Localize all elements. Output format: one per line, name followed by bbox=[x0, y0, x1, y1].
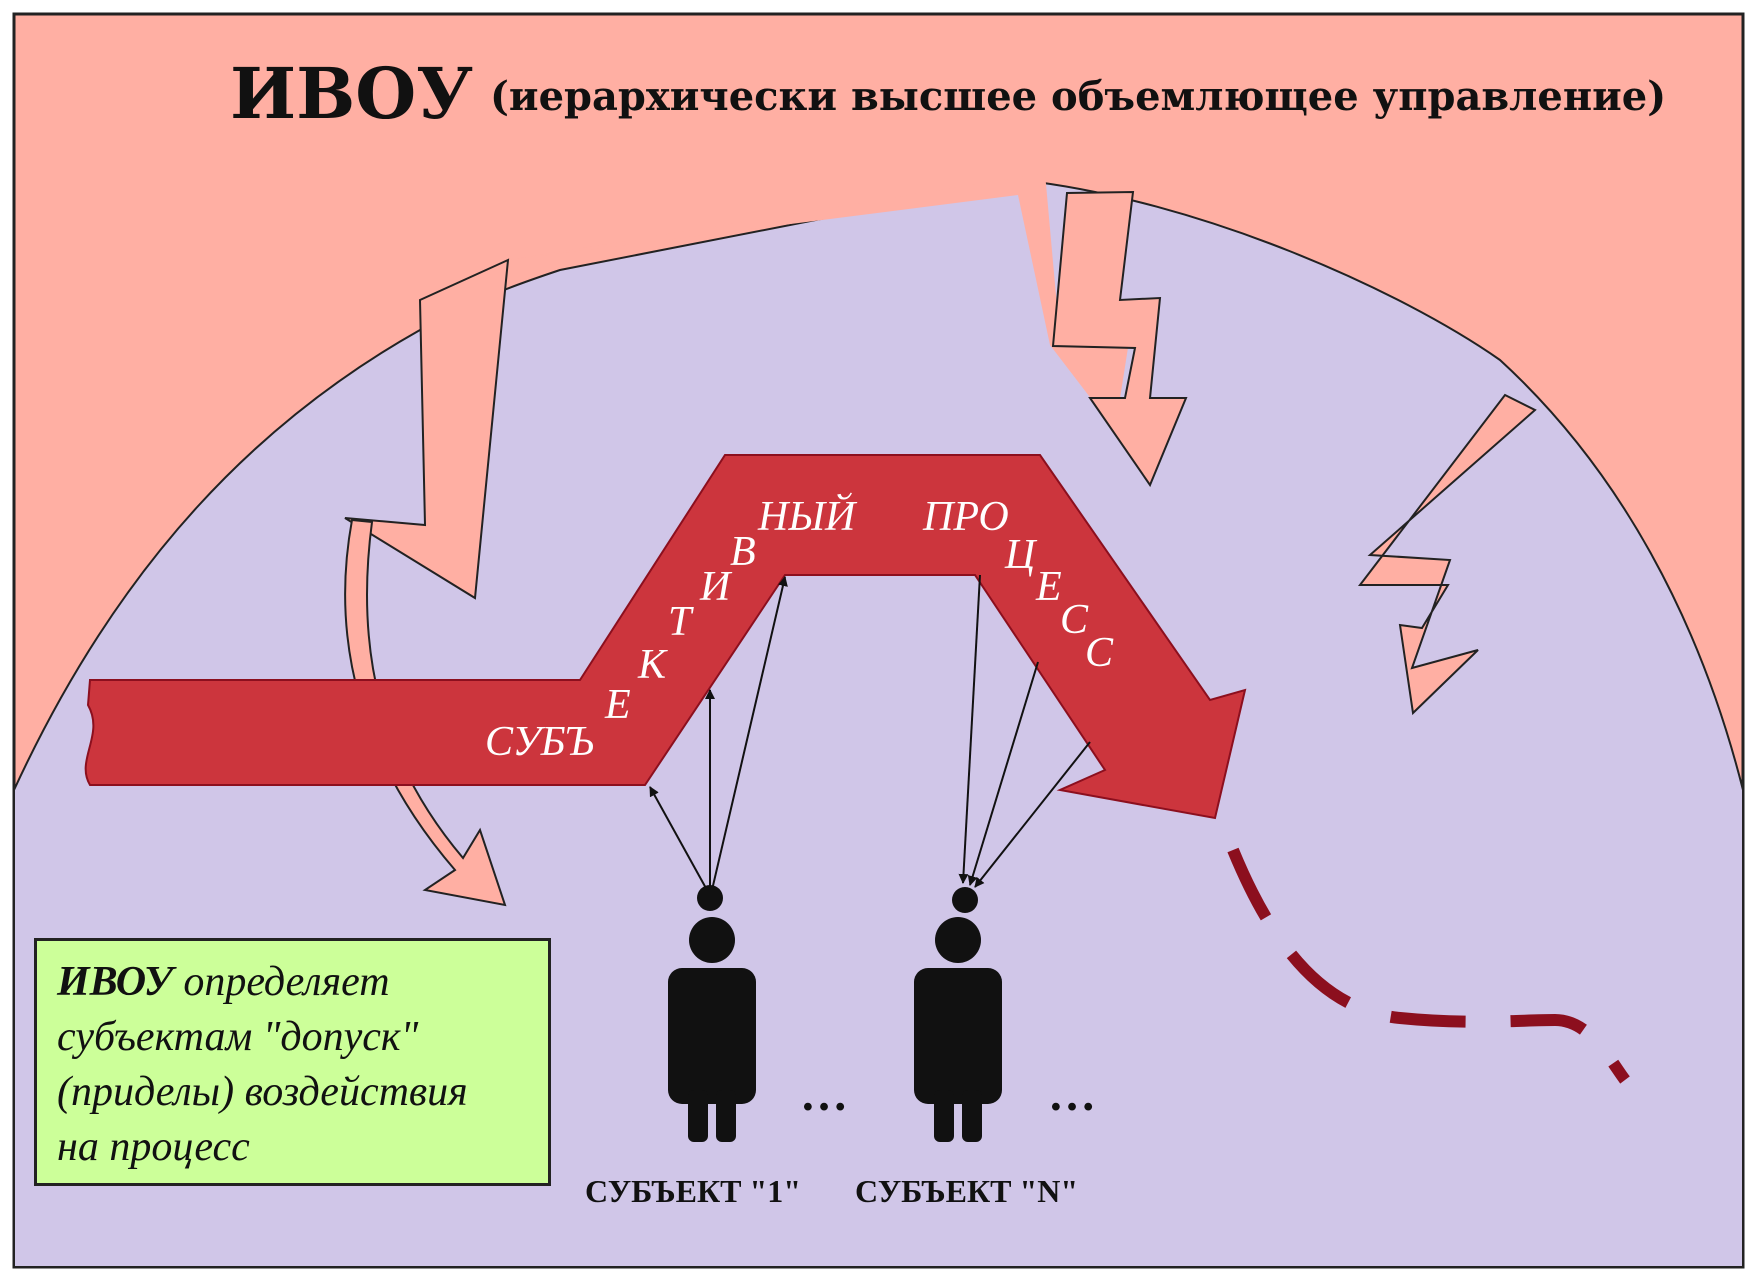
control-tongue-center bbox=[508, 173, 1130, 430]
process-letter-4: Т bbox=[668, 599, 694, 645]
process-letter-2: Е bbox=[604, 682, 631, 728]
process-letter-10: Е bbox=[1035, 564, 1062, 610]
influence-arrows-subject-n bbox=[958, 574, 1091, 888]
title-full-name: (иерархически высшее объемлющее управлен… bbox=[490, 73, 1666, 120]
subject-n-figure bbox=[914, 917, 1002, 1142]
note-line-3: (приделы) воздействия bbox=[57, 1069, 468, 1115]
ellipsis-between-subjects: … bbox=[800, 1068, 848, 1121]
process-letter-12: С bbox=[1085, 630, 1114, 676]
subject-n-focus-dot bbox=[952, 887, 978, 913]
note-box: ИВОУ определяет субъектам "допуск" (прид… bbox=[34, 938, 551, 1186]
process-letter-1: СУБЪ bbox=[485, 719, 594, 765]
note-line-1-rest: определяет bbox=[172, 959, 390, 1005]
process-letter-11: С bbox=[1060, 597, 1089, 643]
subjective-process-band bbox=[84, 454, 1247, 820]
process-letter-7: НЫЙ bbox=[757, 493, 858, 540]
subject-1-focus-dot bbox=[697, 885, 723, 911]
note-line-1: ИВОУ определяет bbox=[57, 955, 528, 1010]
control-tongue-left bbox=[344, 258, 510, 600]
subject-n-label: СУБЪЕКТ "N" bbox=[855, 1173, 1078, 1209]
influence-arrows-subject-1 bbox=[649, 576, 788, 891]
note-line-4: на процесс bbox=[57, 1124, 250, 1170]
subject-1-label: СУБЪЕКТ "1" bbox=[585, 1173, 801, 1209]
process-letter-5: И bbox=[699, 564, 733, 610]
note-line-2: субъектам "допуск" bbox=[57, 1014, 419, 1060]
process-letter-9: Ц bbox=[1004, 532, 1038, 578]
process-letter-8: ПРО bbox=[922, 494, 1009, 540]
process-continuation-dashed bbox=[1227, 847, 1630, 1084]
note-strong: ИВОУ bbox=[57, 959, 173, 1005]
lightning-arrow-center bbox=[1051, 190, 1188, 488]
lightning-arrow-right bbox=[1357, 393, 1537, 716]
ellipsis-after-subjects: … bbox=[1048, 1068, 1096, 1121]
process-letter-3: К bbox=[637, 642, 668, 688]
process-letter-6: В bbox=[730, 529, 756, 575]
title-abbreviation: ИВОУ bbox=[230, 52, 473, 135]
subject-1-figure bbox=[668, 917, 756, 1142]
